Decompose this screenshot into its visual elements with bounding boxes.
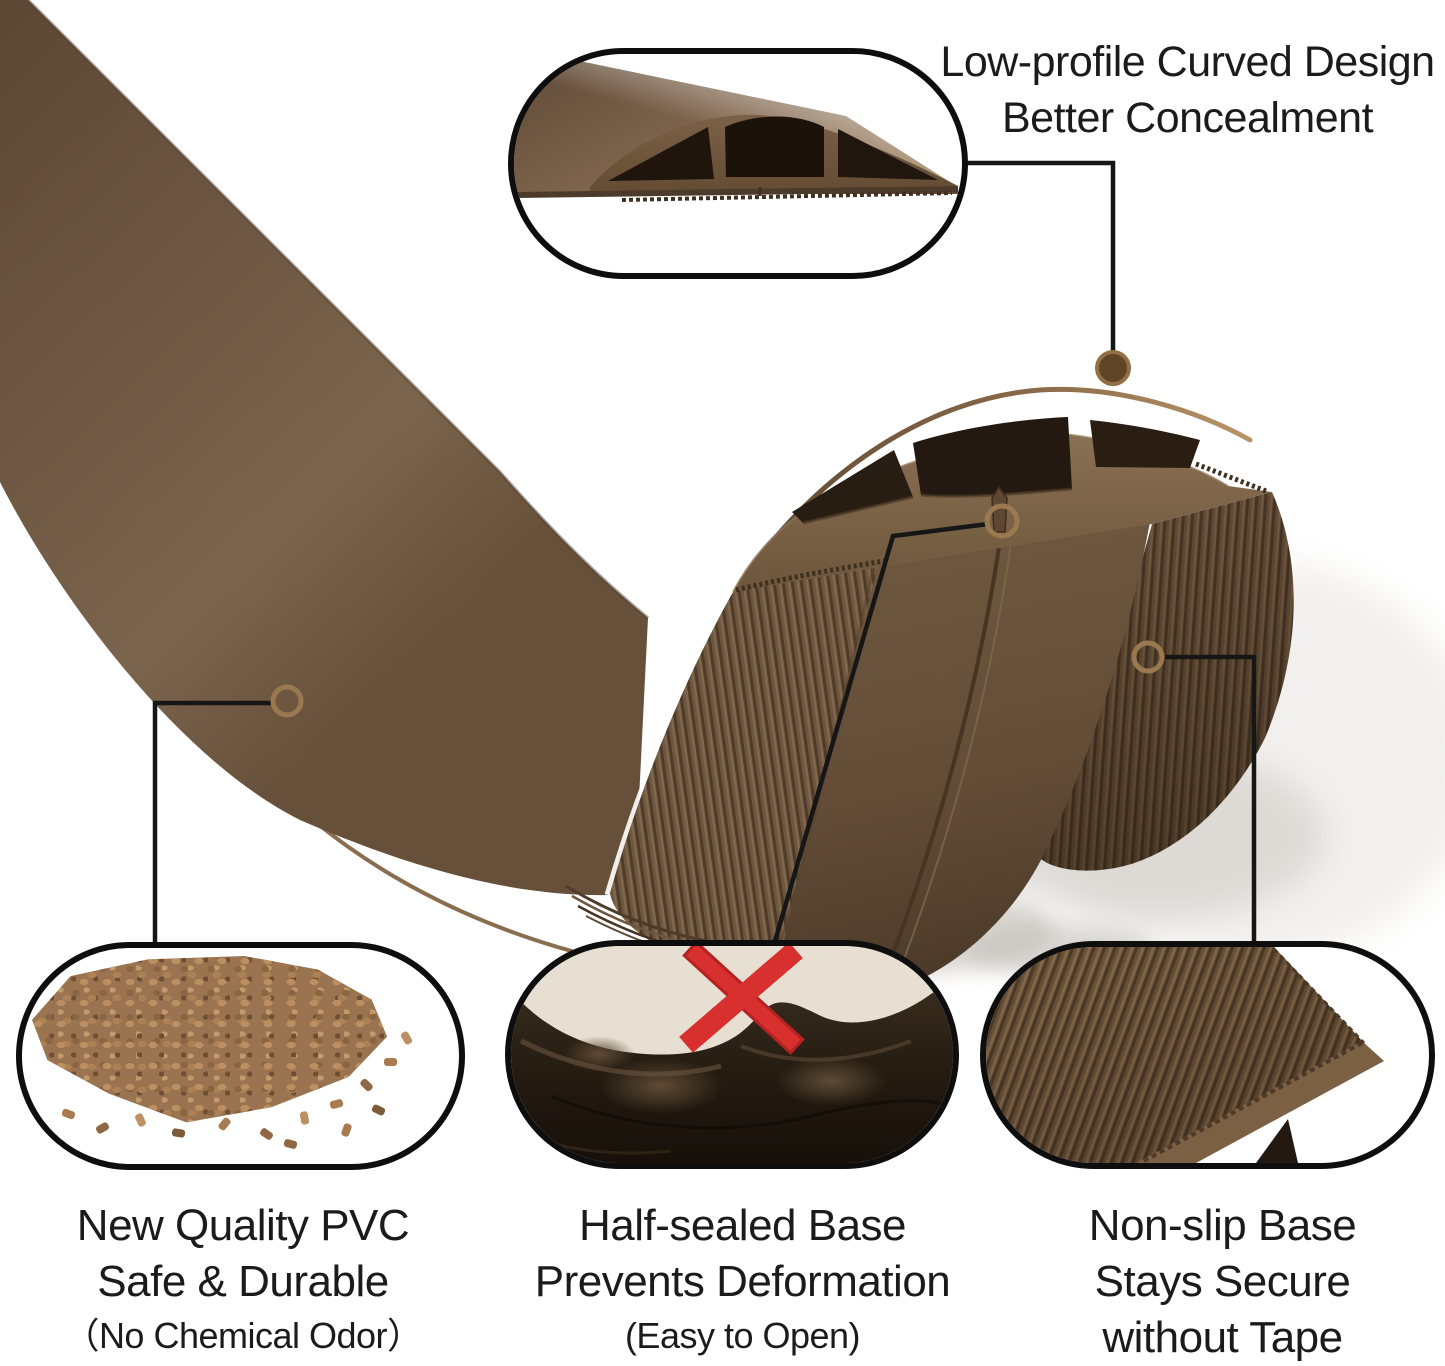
pellet-icon: [370, 1103, 387, 1117]
caption-line: New Quality PVC: [76, 1201, 410, 1250]
caption-line: without Tape: [1102, 1313, 1343, 1362]
caption-curved-design: Low-profile Curved Design Better Conceal…: [925, 34, 1445, 146]
pellet-icon: [340, 1122, 353, 1138]
pellet-icon: [399, 1030, 414, 1046]
pellet-icon: [299, 1110, 310, 1126]
caption-line: Non-slip Base: [1088, 1201, 1357, 1250]
caption-line: Low-profile Curved Design: [940, 38, 1435, 86]
pellet-icon: [134, 1112, 147, 1128]
front-face: [780, 517, 1150, 998]
pellet-icon: [258, 1126, 275, 1142]
non-slip-base-bubble: [980, 941, 1435, 1169]
deformation-warning-bubble: [505, 940, 959, 1169]
caption-non-slip: Non-slip Base Stays Secure without Tape: [1000, 1198, 1445, 1366]
pellet-pile: [32, 956, 388, 1123]
caption-pvc: New Quality PVC Safe & Durable （No Chemi…: [20, 1198, 466, 1362]
callout-lines: [152, 160, 1257, 950]
serrated-edges: [735, 461, 1267, 593]
base-side-wall: [1136, 1041, 1384, 1163]
callout-dot-icon: [1095, 350, 1131, 386]
pellet-icon: [384, 1058, 397, 1066]
ribbed-base-detail: [986, 947, 1384, 1163]
pellet-icon: [359, 1077, 374, 1093]
caption-line: Half-sealed Base: [578, 1201, 907, 1250]
pellet-icon: [217, 1116, 232, 1132]
pellet-icon: [329, 1098, 344, 1110]
cable-channels: [792, 417, 1200, 525]
caption-line: Safe & Durable: [97, 1257, 389, 1306]
caption-line-small: （No Chemical Odor）: [63, 1315, 423, 1356]
profile-detail-bubble: [508, 48, 968, 279]
pellet-icon: [171, 1127, 186, 1139]
pvc-pellets-bubble: [16, 942, 465, 1170]
ribbed-left-side: [610, 561, 882, 967]
pellet-icon: [94, 1121, 111, 1135]
profile-channels: [608, 116, 938, 181]
half-sealed-seam: [882, 533, 1003, 979]
caption-line: Prevents Deformation: [534, 1257, 951, 1306]
base-notch: [1256, 1119, 1298, 1163]
top-accent-arc: [741, 386, 1253, 581]
pellet-icon: [61, 1108, 76, 1120]
pellet-icon: [283, 1138, 298, 1150]
deformed-cover: [511, 946, 953, 1163]
callout-ring-icons: [270, 503, 1165, 718]
caption-line: Better Concealment: [1001, 94, 1374, 142]
caption-half-sealed: Half-sealed Base Prevents Deformation (E…: [515, 1198, 970, 1362]
profile-cross-section: [514, 54, 962, 206]
reject-x-icon: [679, 946, 805, 1055]
caption-line-small: (Easy to Open): [624, 1315, 861, 1356]
cable-cover-strip: [0, 0, 648, 898]
seam-notch: [991, 485, 1008, 533]
caption-line: Stays Secure: [1094, 1257, 1351, 1306]
